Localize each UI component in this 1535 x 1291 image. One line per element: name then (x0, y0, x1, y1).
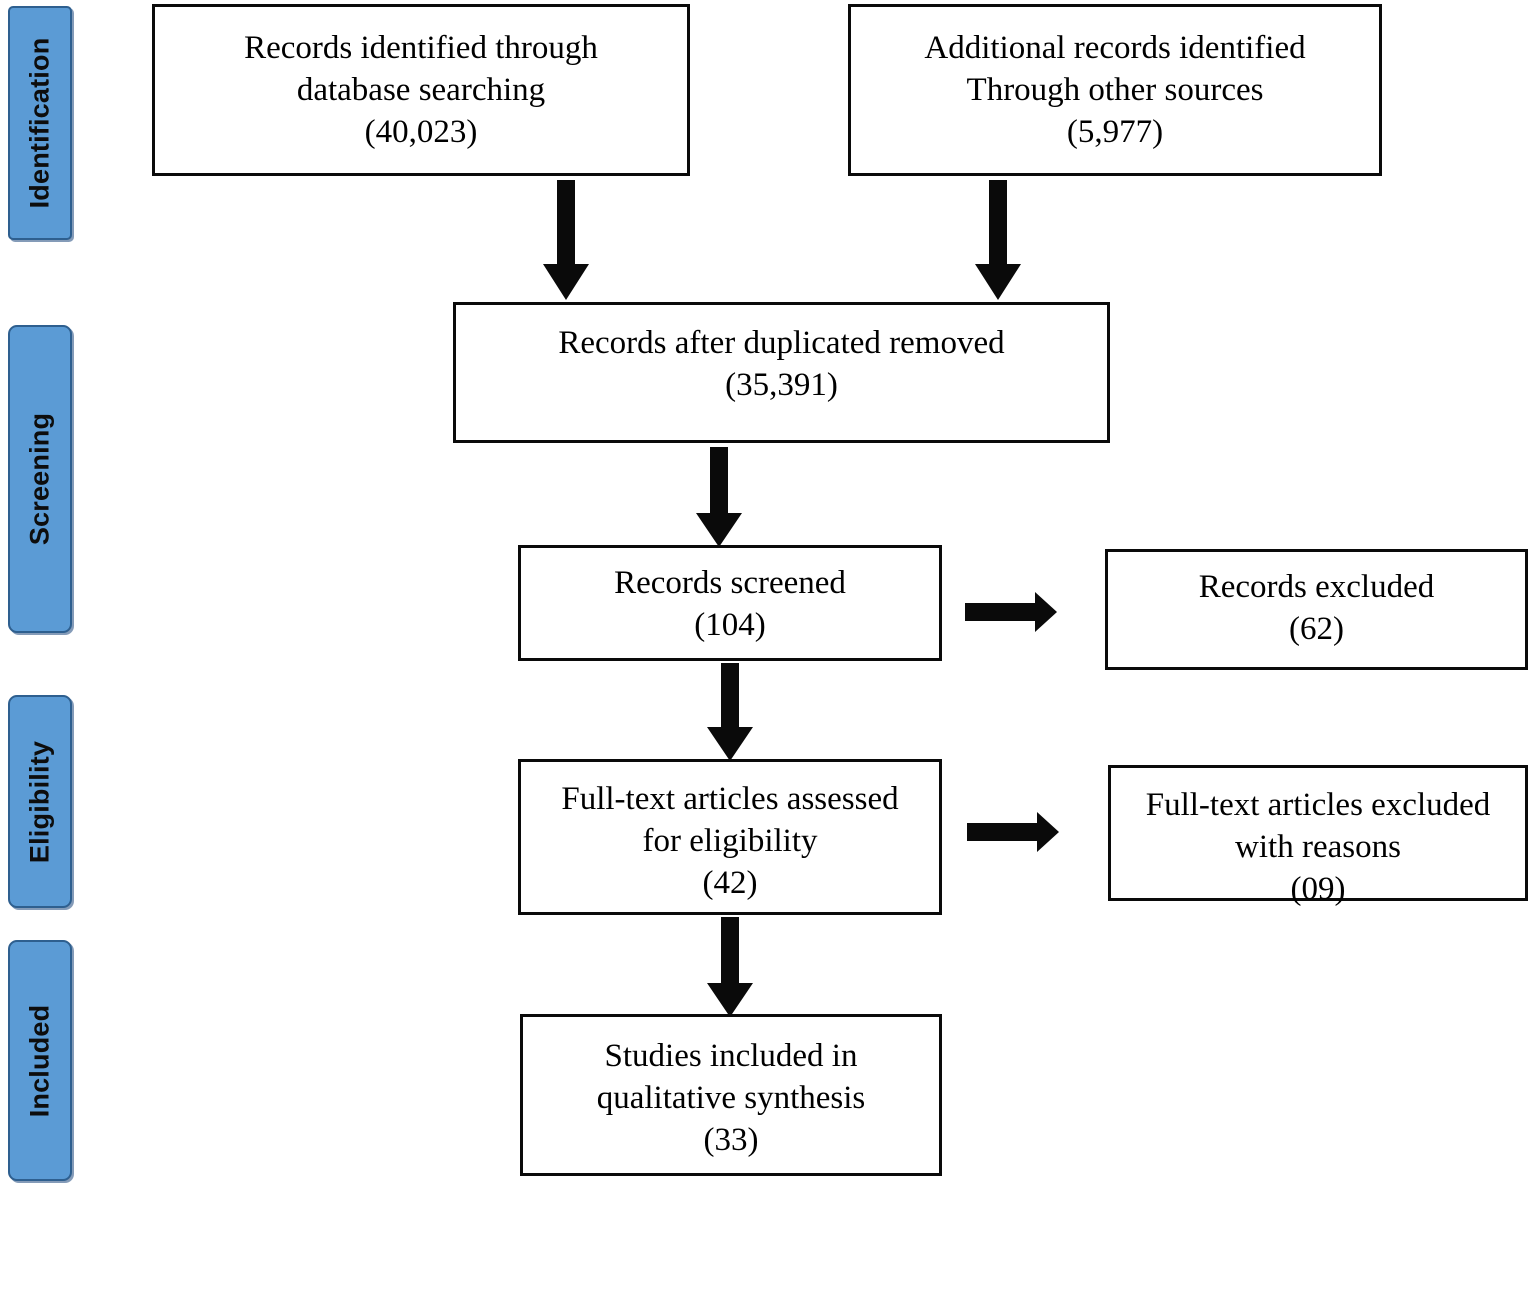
box-fulltext-articles-excluded: Full-text articles excluded with reasons… (1108, 765, 1528, 907)
box-additional-records-other-sources: Additional records identified Through ot… (848, 4, 1382, 176)
box-db-search-line1: Records identified through (244, 30, 598, 66)
arrow-down-icon-dedup-to-screened (696, 447, 742, 547)
box-included-line1: Studies included in (604, 1038, 858, 1074)
arrow-down-icon-other-sources-to-dedup (975, 180, 1021, 300)
box-records-screened: Records screened (104) (518, 545, 942, 661)
stage-included-label: Included (24, 1004, 55, 1117)
box-fulltext-count: (42) (702, 865, 758, 902)
arrow-down-icon-screened-to-fulltext (707, 663, 753, 761)
stage-identification-label: Identification (24, 37, 55, 209)
box-fulltext-line2: for eligibility (642, 823, 818, 860)
box-records-after-duplicates-removed: Records after duplicated removed (35,391… (453, 302, 1110, 443)
stage-eligibility-label: Eligibility (24, 740, 55, 863)
stage-screening: Screening (8, 325, 72, 633)
arrow-down-icon-fulltext-to-included (707, 917, 753, 1017)
box-screened-count: (104) (694, 607, 766, 644)
box-included-line2: qualitative synthesis (596, 1080, 866, 1117)
box-records-excluded-line1: Records excluded (1198, 569, 1435, 605)
box-included-count: (33) (703, 1122, 759, 1159)
box-studies-included-qualitative-synthesis: Studies included in qualitative synthesi… (520, 1014, 942, 1176)
box-other-src-count: (5,977) (1066, 114, 1164, 151)
box-db-search-count: (40,023) (364, 114, 478, 151)
box-db-search-line2: database searching (296, 72, 546, 109)
box-dedup-line1: Records after duplicated removed (558, 325, 1005, 361)
stage-eligibility: Eligibility (8, 695, 72, 908)
box-ft-excluded-line1: Full-text articles excluded (1145, 787, 1491, 823)
box-ft-excluded-line2: with reasons (1235, 829, 1401, 866)
box-other-src-line1: Additional records identified (924, 30, 1306, 66)
box-records-identified-database: Records identified through database sear… (152, 4, 690, 176)
box-fulltext-articles-assessed: Full-text articles assessed for eligibil… (518, 759, 942, 915)
box-dedup-count: (35,391) (725, 367, 838, 404)
box-records-excluded-count: (62) (1289, 611, 1344, 648)
box-other-src-line2: Through other sources (966, 72, 1264, 109)
arrow-right-icon-screened-to-excluded (965, 592, 1057, 632)
stage-screening-label: Screening (24, 412, 55, 546)
box-ft-excluded-count: (09) (1290, 871, 1346, 908)
arrow-down-icon-db-search-to-dedup (543, 180, 589, 300)
stage-included: Included (8, 940, 72, 1181)
box-screened-line1: Records screened (614, 565, 846, 601)
stage-identification: Identification (8, 6, 72, 240)
arrow-right-icon-fulltext-to-excluded (967, 812, 1059, 852)
box-fulltext-line1: Full-text articles assessed (561, 781, 899, 817)
box-records-excluded: Records excluded (62) (1105, 549, 1528, 670)
